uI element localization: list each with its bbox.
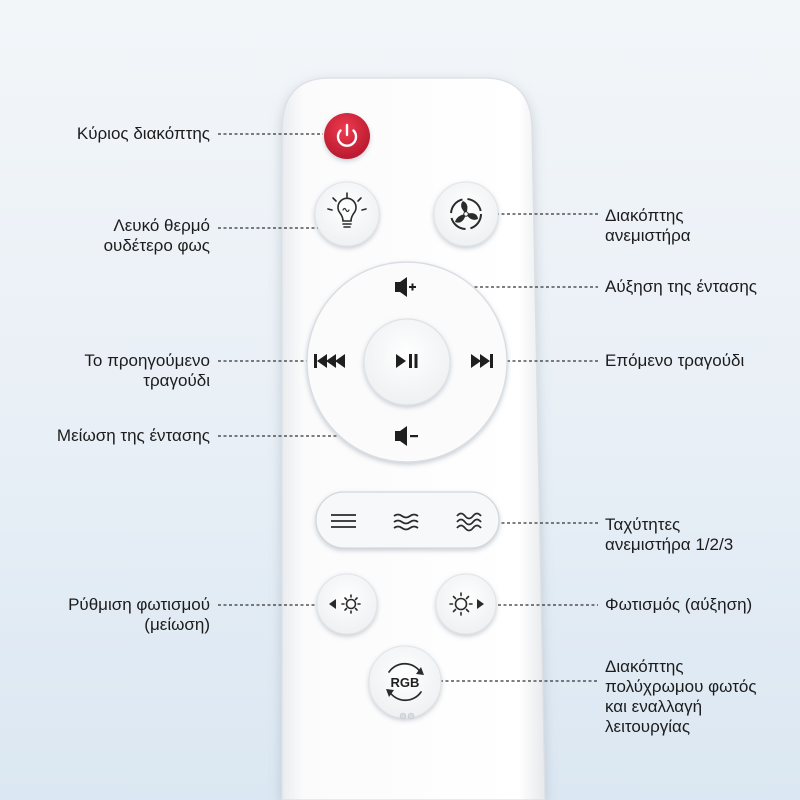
label-line: πολύχρωμου φωτός xyxy=(605,677,757,696)
brightness-up-icon xyxy=(449,592,484,616)
label-light-decrease: Ρύθμιση φωτισμού(μείωση) xyxy=(68,595,210,635)
label-line: Διακόπτης xyxy=(605,206,684,225)
indicator-dot xyxy=(407,712,415,720)
play-pause-button[interactable] xyxy=(363,318,451,406)
next-icon xyxy=(471,354,493,368)
label-volume-up: Αύξηση της έντασης xyxy=(605,277,757,297)
label-volume-down: Μείωση της έντασης xyxy=(57,426,210,446)
label-line: τραγούδι xyxy=(143,371,210,390)
brightness-down-icon xyxy=(329,594,361,614)
fan-speed-1-icon xyxy=(331,514,356,528)
power-button[interactable] xyxy=(324,113,370,159)
volume-up-button[interactable] xyxy=(395,277,416,297)
rgb-button[interactable]: RGB xyxy=(368,645,442,720)
label-power: Κύριος διακόπτης xyxy=(77,124,210,144)
label-line: Διακόπτης xyxy=(605,657,684,676)
light-decrease-button[interactable] xyxy=(316,573,378,635)
label-line: Μείωση της έντασης xyxy=(56,426,210,445)
white-light-button[interactable] xyxy=(314,181,380,247)
play-pause-icon xyxy=(396,354,418,368)
previous-icon xyxy=(314,354,345,368)
label-line: Ρύθμιση φωτισμού xyxy=(68,595,210,614)
label-line: Φωτισμός (αύξηση) xyxy=(605,595,753,614)
fan-speed-1-button[interactable] xyxy=(331,514,356,528)
volume-down-icon xyxy=(395,426,418,446)
indicator-dot xyxy=(399,712,407,720)
fan-speed-2-button[interactable] xyxy=(393,513,419,531)
previous-button[interactable] xyxy=(314,354,345,368)
label-line: Το προηγούμενο xyxy=(84,351,210,370)
power-icon xyxy=(336,123,358,147)
rgb-cycle-icon xyxy=(386,662,424,702)
label-line: ουδέτερο φως xyxy=(103,236,210,255)
callout-lines xyxy=(218,133,598,682)
label-line: λειτουργίας xyxy=(605,717,691,736)
light-bulb-icon xyxy=(327,192,367,228)
label-line: ανεμιστήρα 1/2/3 xyxy=(605,535,734,554)
fan-speed-bar xyxy=(315,491,500,549)
rgb-button-label: RGB xyxy=(391,675,420,690)
fan-icon xyxy=(450,198,482,230)
label-line: (μείωση) xyxy=(144,615,210,634)
label-line: και εναλλαγή xyxy=(605,697,703,716)
volume-down-button[interactable] xyxy=(395,426,418,446)
label-line: Λευκό θερμό xyxy=(113,216,210,235)
light-increase-button[interactable] xyxy=(435,573,497,635)
label-next-song: Επόμενο τραγούδι xyxy=(605,351,744,371)
volume-up-icon xyxy=(395,277,416,297)
fan-speed-3-icon xyxy=(456,512,482,532)
label-line: ανεμιστήρα xyxy=(605,226,691,245)
fan-speed-3-button[interactable] xyxy=(456,512,482,532)
next-button[interactable] xyxy=(471,354,493,368)
label-line: Κύριος διακόπτης xyxy=(76,124,210,143)
fan-switch-button[interactable] xyxy=(433,181,499,247)
fan-speed-2-icon xyxy=(393,513,419,531)
label-line: Ταχύτητες xyxy=(605,515,681,534)
label-line: Αύξηση της έντασης xyxy=(605,277,757,296)
label-line: Επόμενο τραγούδι xyxy=(605,351,745,370)
label-light-increase: Φωτισμός (αύξηση) xyxy=(605,595,752,615)
